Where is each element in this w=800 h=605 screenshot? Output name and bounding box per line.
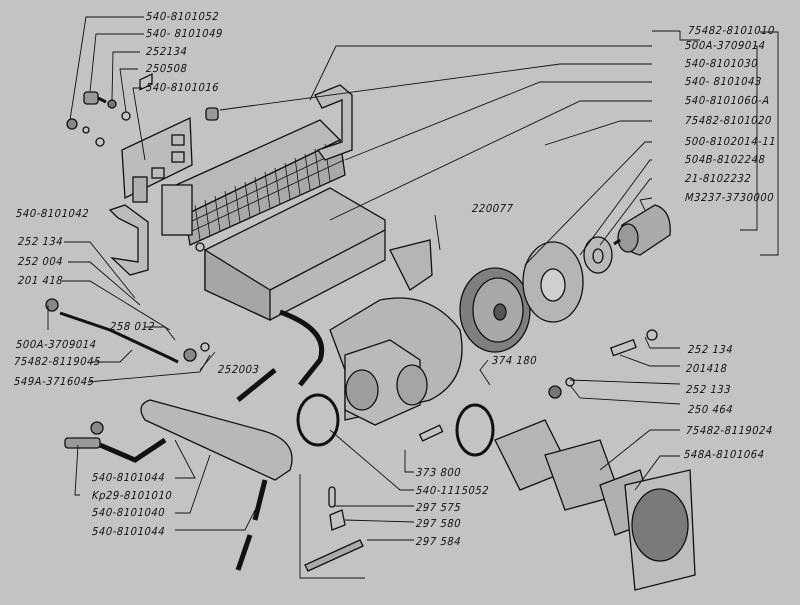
label-297584: 297 584 [415, 535, 462, 548]
label-540-8101044-b: 540-8101044 [91, 525, 166, 538]
label-540-8101040: 540-8101040 [91, 506, 166, 519]
motor-flange [522, 241, 584, 323]
clip-297580 [329, 509, 346, 531]
hose-clamp-right [455, 403, 495, 457]
label-540-8101052: 540-8101052 [145, 10, 220, 23]
control-rod [45, 298, 210, 364]
label-549A-3716045: 549A-3716045 [13, 375, 95, 388]
screw-373800 [418, 424, 444, 442]
label-540-8101016: 540-8101016 [145, 81, 220, 94]
label-373800: 373 800 [415, 466, 462, 479]
label-252133: 252 133 [685, 383, 732, 396]
label-75482-8119024: 75482-8119024 [685, 424, 774, 437]
label-540-8101042: 540-8101042 [15, 207, 90, 220]
label-M3237-3730000: M3237-3730000 [684, 191, 775, 204]
label-75482-8119045: 75482-8119045 [13, 355, 102, 368]
label-500-8102014-11: 500-8102014-11 [684, 135, 777, 148]
label-201418-right: 201418 [685, 362, 728, 375]
label-374180: 374 180 [491, 354, 538, 367]
bracket-top [314, 84, 353, 161]
label-Kp29-8101010: Kp29-8101010 [91, 489, 173, 502]
bracket-left [108, 204, 149, 276]
label-201418-left: 201 418 [17, 274, 64, 287]
label-540-1115052: 540-1115052 [415, 484, 490, 497]
label-500A-3709014-top: 500A-3709014 [684, 39, 766, 52]
label-250464: 250 464 [687, 403, 734, 416]
hose-tube-3 [252, 479, 268, 521]
screw-201418 [609, 338, 637, 357]
hose-tube-1 [279, 309, 324, 387]
hose-tube-4 [235, 534, 253, 571]
drain-valve [64, 421, 104, 449]
rubber-washer-hole [592, 248, 604, 264]
label-540-8101060-A: 540-8101060-A [684, 94, 771, 107]
washer-250464 [565, 377, 575, 387]
label-540-8101030: 540-8101030 [684, 57, 759, 70]
label-540-8101043: 540- 8101043 [684, 75, 763, 88]
fan-wheel [459, 267, 531, 353]
label-252134-left: 252 134 [17, 235, 64, 248]
air-intake-pipes [494, 419, 696, 591]
bar-297584 [304, 539, 364, 572]
heater-core [161, 119, 346, 252]
hose-tube-5 [99, 437, 167, 463]
label-252134-right: 252 134 [687, 343, 734, 356]
label-220077: 220077 [471, 202, 514, 215]
label-252003: 252003 [217, 363, 260, 376]
mounting-plate [121, 73, 193, 203]
label-75482-8101020: 75482-8101020 [684, 114, 773, 127]
label-258012: 258 012 [109, 320, 156, 333]
label-297575: 297 575 [415, 501, 462, 514]
label-540-8101044-a: 540-8101044 [91, 471, 166, 484]
hose-tube-2 [236, 368, 277, 402]
hose-elbow [140, 399, 293, 481]
nut-252133 [548, 385, 562, 399]
blower-housing [329, 297, 463, 426]
nut-252134 [646, 329, 658, 341]
label-252134-top: 252134 [145, 45, 188, 58]
label-252004: 252 004 [17, 255, 64, 268]
label-540-8101049: 540- 8101049 [145, 27, 224, 40]
label-250508: 250508 [145, 62, 188, 75]
heater-housing [204, 187, 433, 322]
rubber-washer [583, 236, 613, 274]
pin-297575 [328, 486, 336, 508]
leader-lines [47, 16, 779, 579]
label-297580: 297 580 [415, 517, 462, 530]
electric-motor [613, 204, 671, 256]
hose-clamp-left [296, 393, 340, 447]
label-75482-8101010: 75482-8101010 [687, 24, 776, 37]
fasteners-top-left [66, 91, 219, 147]
label-21-8102232: 21-8102232 [684, 172, 752, 185]
label-500A-3709014-left: 500A-3709014 [15, 338, 97, 351]
label-548A-8101064: 548A-8101064 [683, 448, 765, 461]
label-504B-8102248: 504B-8102248 [684, 153, 766, 166]
